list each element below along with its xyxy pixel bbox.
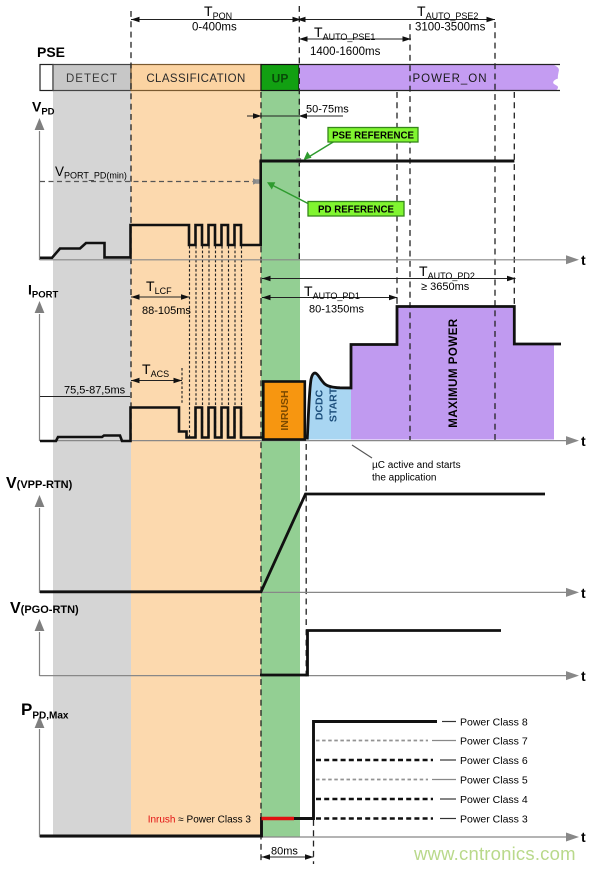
svg-text:V(VPP-RTN): V(VPP-RTN) <box>6 475 73 492</box>
svg-text:t: t <box>581 829 586 845</box>
svg-text:Power Class 3: Power Class 3 <box>460 814 528 826</box>
svg-text:µC active and starts: µC active and starts <box>372 460 461 471</box>
svg-text:3100-3500ms: 3100-3500ms <box>415 22 486 34</box>
svg-text:t: t <box>581 668 586 684</box>
svg-text:80ms: 80ms <box>271 846 298 858</box>
svg-text:≥ 3650ms: ≥ 3650ms <box>421 281 470 293</box>
svg-text:INRUSH: INRUSH <box>279 390 291 430</box>
svg-text:TAUTO_PD1: TAUTO_PD1 <box>304 283 360 301</box>
svg-text:TAUTO_PSE1: TAUTO_PSE1 <box>314 24 375 42</box>
svg-text:Power Class 5: Power Class 5 <box>460 775 528 787</box>
svg-text:Power Class 7: Power Class 7 <box>460 736 528 748</box>
svg-text:t: t <box>581 433 586 449</box>
svg-text:88-105ms: 88-105ms <box>142 305 191 317</box>
svg-text:1400-1600ms: 1400-1600ms <box>310 46 381 58</box>
svg-text:www.cntronics.com: www.cntronics.com <box>413 843 576 864</box>
svg-text:TAUTO_PSE2: TAUTO_PSE2 <box>417 3 478 21</box>
svg-text:50-75ms: 50-75ms <box>306 104 349 116</box>
svg-text:the application: the application <box>372 473 437 484</box>
svg-text:DETECT: DETECT <box>66 73 118 85</box>
svg-text:Power Class 6: Power Class 6 <box>460 755 528 767</box>
svg-text:Inrush ≈ Power Class 3: Inrush ≈ Power Class 3 <box>148 815 252 826</box>
svg-text:75,5-87,5ms: 75,5-87,5ms <box>64 385 126 397</box>
svg-text:START: START <box>328 387 340 422</box>
svg-text:DCDC: DCDC <box>314 389 326 420</box>
svg-text:VPD: VPD <box>32 99 55 118</box>
svg-text:PSE: PSE <box>37 44 65 60</box>
svg-text:MAXIMUM POWER: MAXIMUM POWER <box>448 318 460 428</box>
svg-text:Power Class 4: Power Class 4 <box>460 794 528 806</box>
svg-text:Power Class 8: Power Class 8 <box>460 717 528 729</box>
svg-text:PSE REFERENCE: PSE REFERENCE <box>332 131 414 142</box>
svg-text:0-400ms: 0-400ms <box>192 22 237 34</box>
svg-text:t: t <box>581 585 586 601</box>
svg-text:CLASSIFICATION: CLASSIFICATION <box>146 73 245 85</box>
svg-text:TAUTO_PD2: TAUTO_PD2 <box>419 263 475 281</box>
svg-text:UP: UP <box>272 72 289 86</box>
svg-text:TPON: TPON <box>204 3 232 21</box>
svg-text:POWER_ON: POWER_ON <box>412 73 487 85</box>
svg-text:V(PGO-RTN): V(PGO-RTN) <box>10 600 79 617</box>
svg-text:PD REFERENCE: PD REFERENCE <box>318 205 394 216</box>
svg-text:t: t <box>581 252 586 268</box>
svg-text:80-1350ms: 80-1350ms <box>309 304 365 316</box>
